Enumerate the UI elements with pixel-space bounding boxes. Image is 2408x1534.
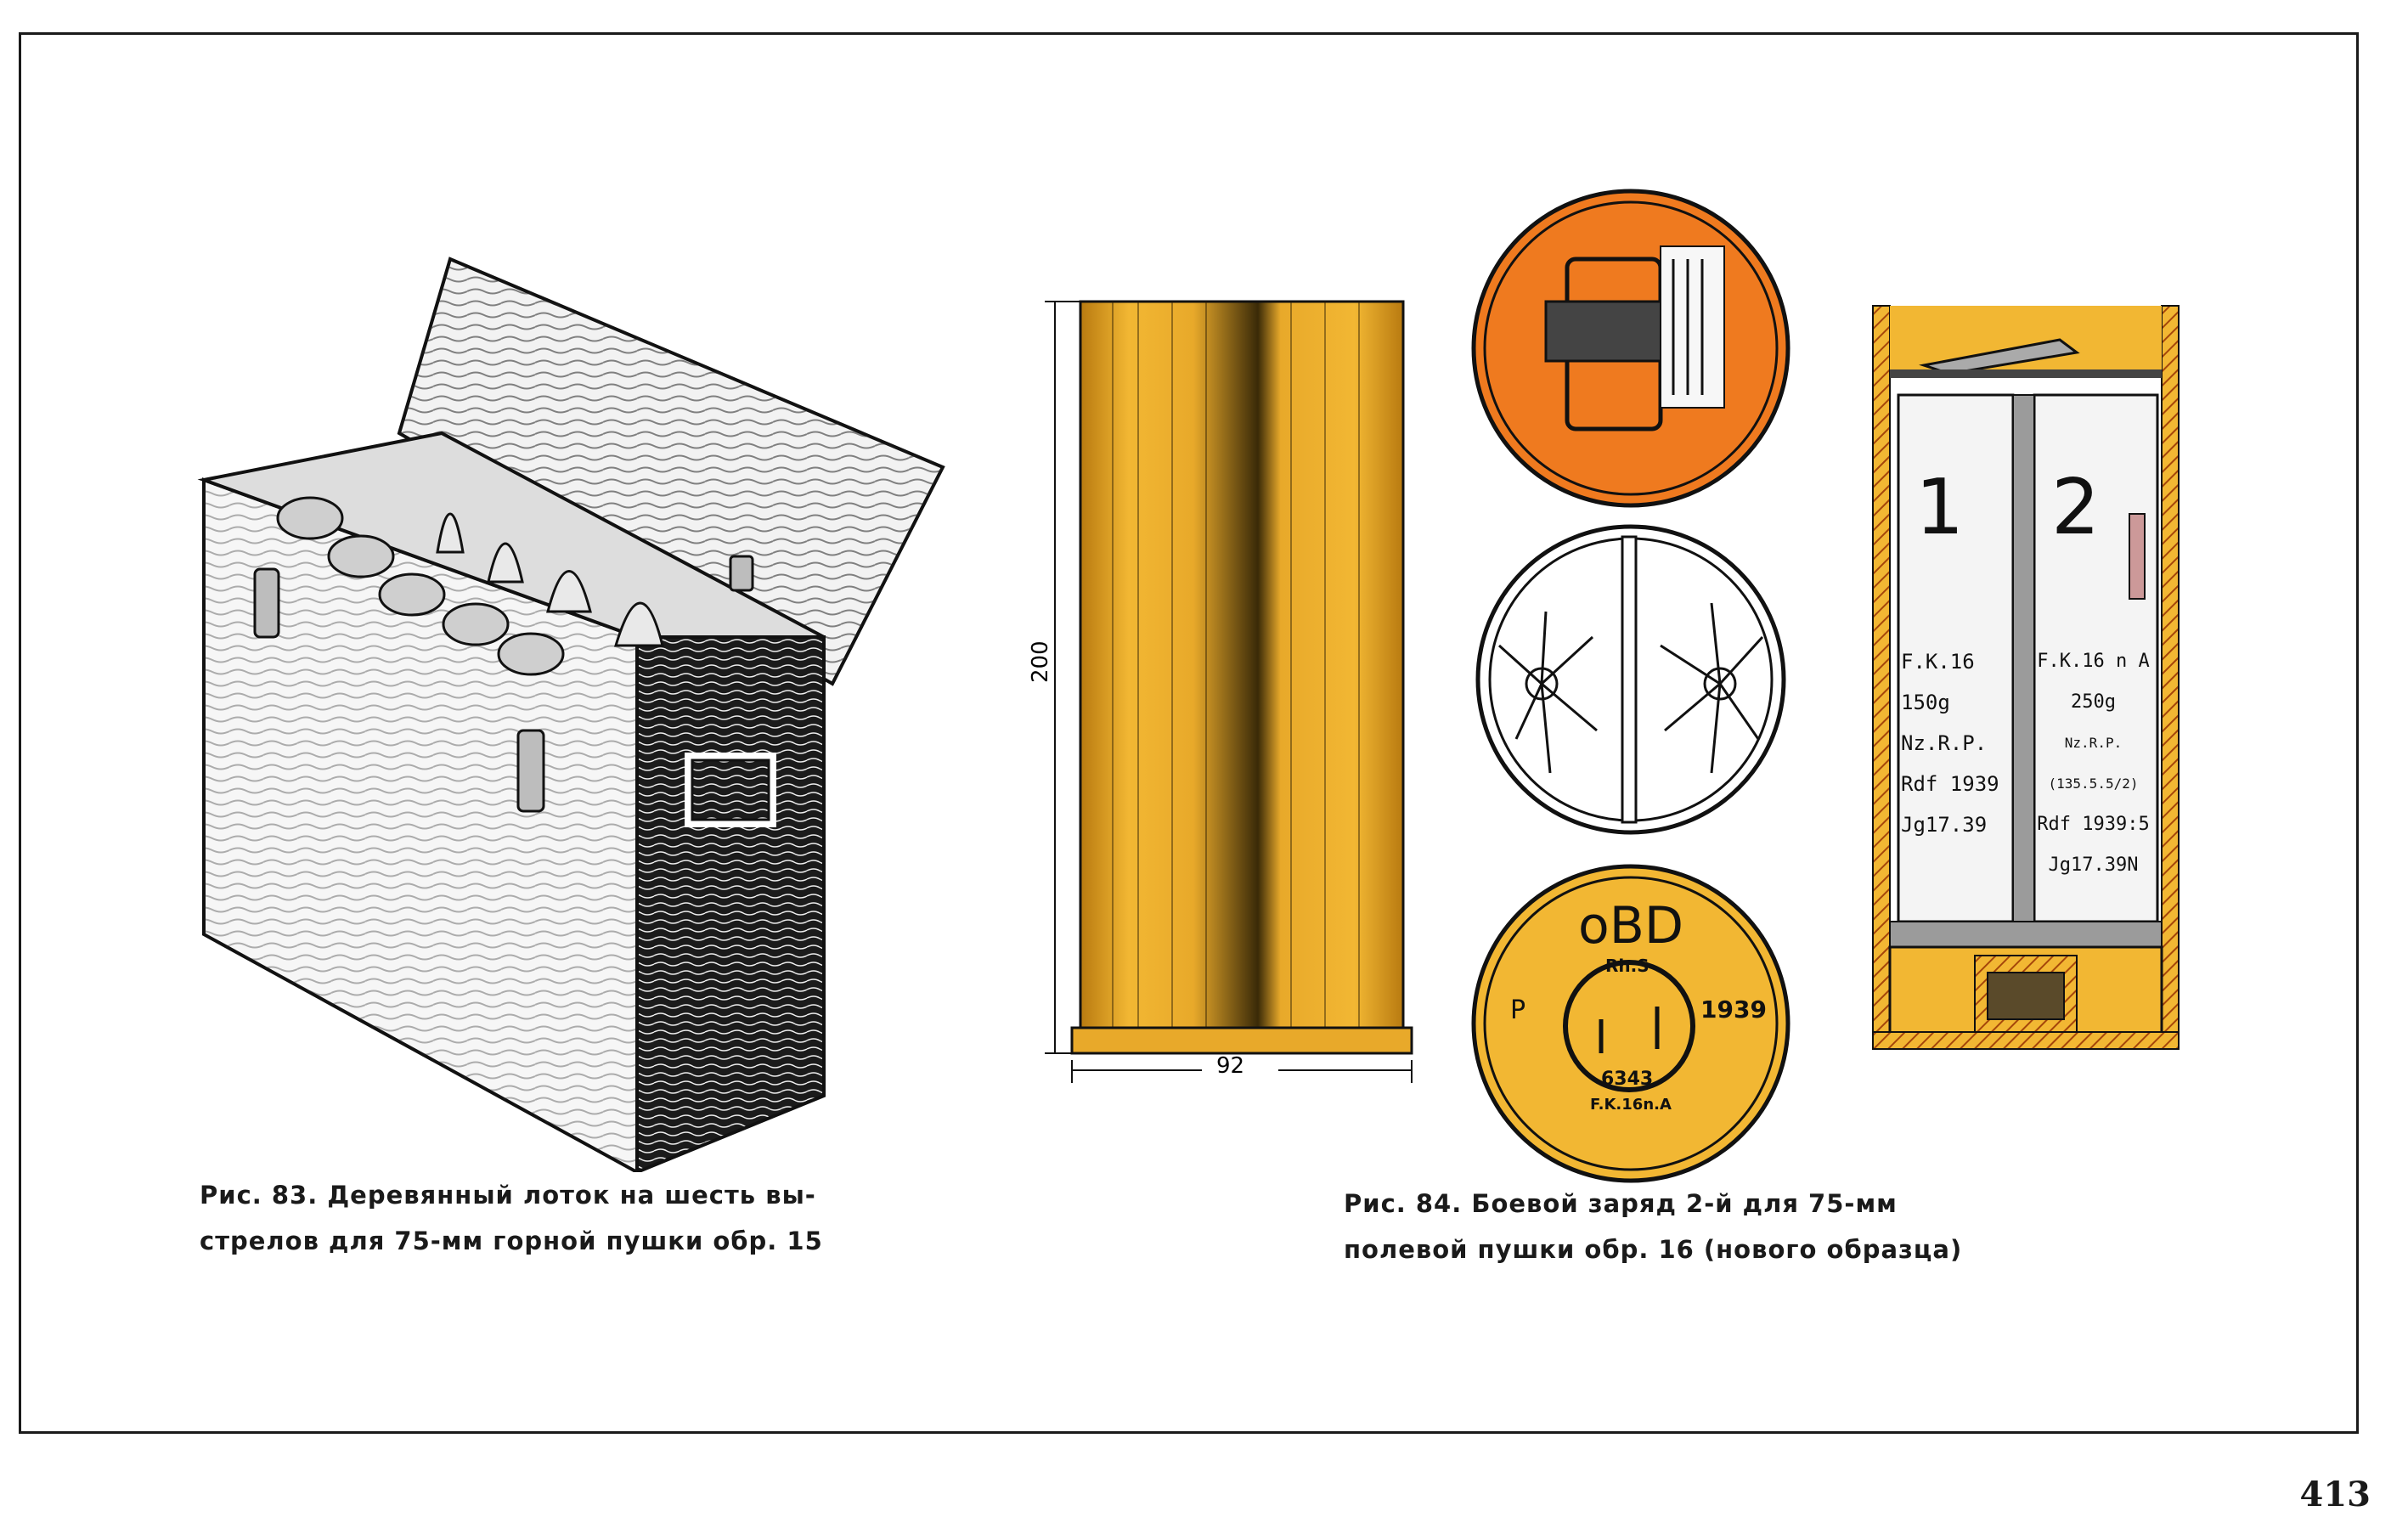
- wooden-box-illustration: [197, 257, 945, 1172]
- bag1-line5: Jg17.39: [1901, 813, 1988, 837]
- bag2-number: 2: [2051, 463, 2101, 552]
- bag2-line1: F.K.16 n A: [2037, 651, 2150, 672]
- page-frame: [19, 32, 2359, 1434]
- bag1-label: F.K.16 150g Nz.R.P. Rdf 1939 Jg17.39: [1901, 641, 2007, 845]
- fig84-caption-line1: Рис. 84. Боевой заряд 2-й для 75-мм: [1344, 1189, 1898, 1218]
- bag1-line4: Rdf 1939: [1901, 772, 1999, 796]
- cartridge-case-elevation: [1045, 300, 1413, 1083]
- bag2-line4: Rdf 1939:5: [2037, 814, 2150, 835]
- bag1-line2: 150g: [1901, 691, 1950, 714]
- bag2-line3: Nz.R.P.(135.5.5/2): [2048, 735, 2139, 792]
- base-marking-ring-top: Rh.S: [1605, 956, 1650, 976]
- bag1-line3: Nz.R.P.: [1901, 731, 1988, 755]
- base-marking-number: 6343: [1601, 1069, 1654, 1090]
- bag2-line5: Jg17.39N: [2048, 854, 2139, 876]
- fig84-caption: Рис. 84. Боевой заряд 2-й для 75-мм поле…: [1344, 1181, 1962, 1272]
- base-marking-left: P: [1510, 995, 1526, 1025]
- charge-cutaway-section: [1872, 305, 2180, 1050]
- fig83-caption: Рис. 83. Деревянный лоток на шесть вы- с…: [200, 1172, 823, 1264]
- fig83-caption-line1: Рис. 83. Деревянный лоток на шесть вы-: [200, 1181, 816, 1210]
- charge-top-disc: [1475, 524, 1786, 835]
- base-marking-top: oBD: [1578, 896, 1684, 956]
- base-marking-right: 1939: [1700, 995, 1767, 1024]
- base-marking-model: F.K.16n.A: [1590, 1096, 1672, 1114]
- fig83-caption-line2: стрелов для 75-мм горной пушки обр. 15: [200, 1227, 823, 1255]
- bag1-number: 1: [1915, 463, 1965, 552]
- page-number: 413: [2299, 1475, 2371, 1514]
- dimension-height-label: 200: [1028, 635, 1053, 688]
- case-lid-disc: [1471, 189, 1790, 508]
- bag2-label: F.K.16 n A 250g Nz.R.P.(135.5.5/2) Rdf 1…: [2032, 641, 2155, 886]
- case-base-disc: [1471, 864, 1790, 1183]
- dimension-width-label: 92: [1216, 1053, 1245, 1079]
- bag2-line2: 250g: [2071, 691, 2116, 713]
- bag1-line1: F.K.16: [1901, 650, 1975, 674]
- fig84-caption-line2: полевой пушки обр. 16 (нового образца): [1344, 1235, 1963, 1264]
